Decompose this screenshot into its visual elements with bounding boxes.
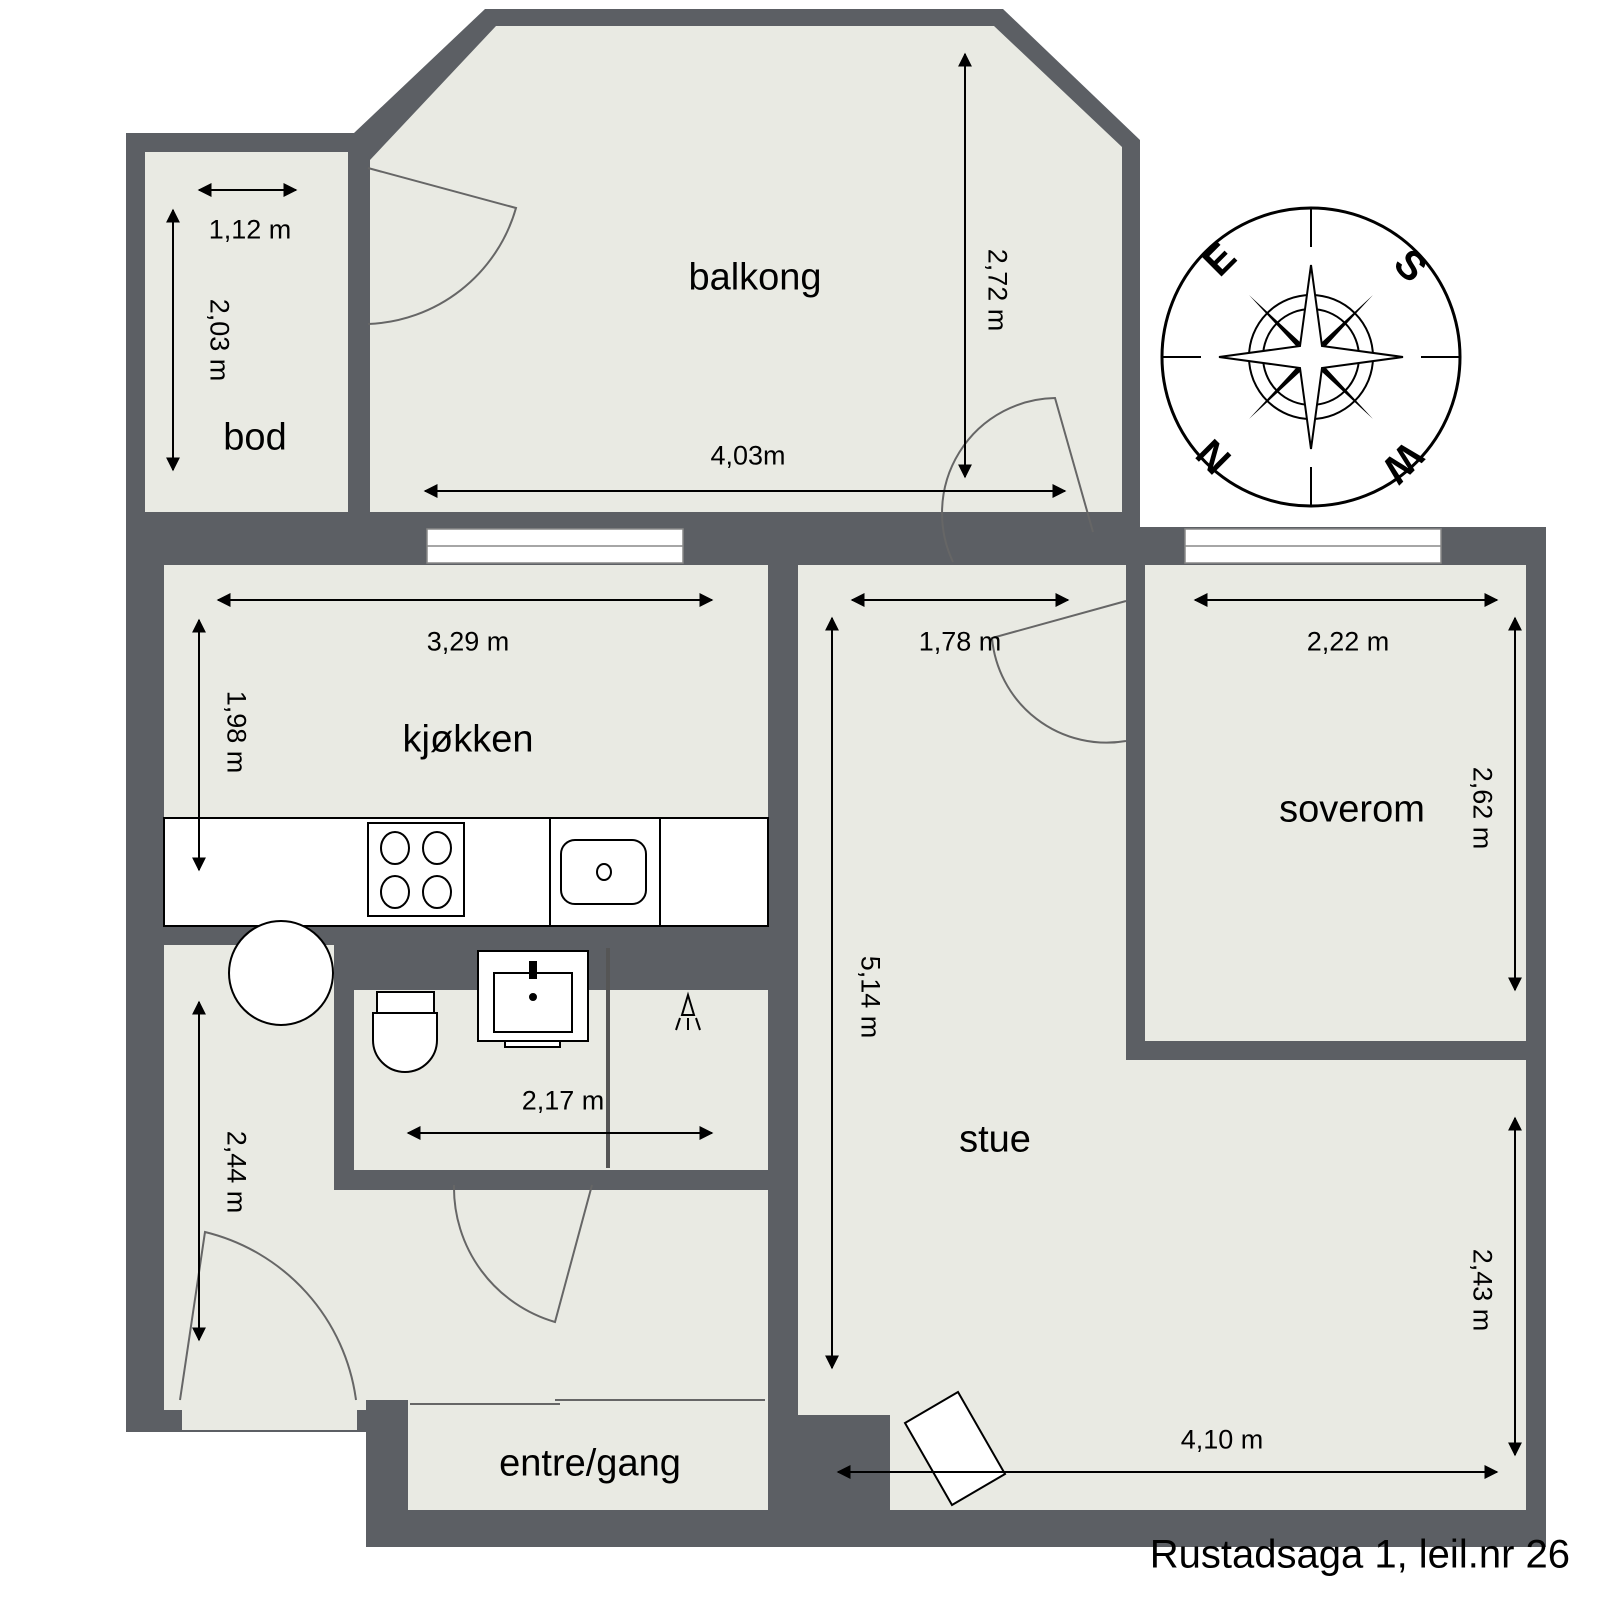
water-heater-icon [228, 920, 334, 1026]
address-caption: Rustadsaga 1, leil.nr 26 [1149, 1532, 1570, 1577]
hall-floor [164, 1190, 768, 1410]
dim-bod-width: 1,12 m [208, 214, 292, 245]
toilet-icon [372, 991, 438, 1073]
room-label-bod: bod [223, 416, 287, 459]
shower-icon [675, 991, 701, 1031]
windows [426, 528, 1442, 564]
dim-bod-height: 2,03 m [204, 298, 235, 382]
dimension-lines [166, 52, 1522, 1479]
stue-floor-bottom [890, 1400, 1526, 1510]
door-bad [452, 1184, 593, 1324]
dim-hall-width: 1,78 m [918, 626, 1002, 657]
dim-kjokken-width: 3,29 m [426, 626, 510, 657]
room-label-entre: entre/gang [499, 1442, 681, 1485]
dim-bad-width: 2,17 m [521, 1085, 605, 1116]
dim-stue-lower-height: 2,43 m [1467, 1248, 1498, 1332]
room-label-kjokken: kjøkken [402, 718, 534, 761]
dim-balkong-width: 4,03m [710, 440, 786, 471]
dim-soverom-height: 2,62 m [1467, 766, 1498, 850]
room-label-stue: stue [959, 1118, 1031, 1161]
interior-walls [336, 565, 1526, 1547]
soverom-floor [1145, 565, 1526, 1041]
bathroom-fixtures [228, 920, 701, 1168]
dim-kjokken-height: 1,98 m [221, 690, 252, 774]
dim-entre-height: 2,44 m [221, 1130, 252, 1214]
door-bod [367, 167, 518, 325]
dim-balkong-height: 2,72 m [982, 248, 1013, 332]
stue-floor-lower [798, 1060, 1526, 1415]
dim-soverom-width: 2,22 m [1306, 626, 1390, 657]
room-label-balkong: balkong [688, 256, 822, 299]
stove-icon [367, 822, 465, 917]
kitchen-counter [163, 817, 769, 927]
doorway-entry [182, 1400, 357, 1430]
bathroom-sink-icon [477, 950, 589, 1048]
door-entry [179, 1230, 357, 1401]
room-label-soverom: soverom [1279, 788, 1425, 831]
kitchen-sink-icon [560, 839, 647, 905]
dim-stue-height: 5,14 m [855, 955, 886, 1039]
entre-floor [408, 1410, 768, 1510]
dim-stue-width: 4,10 m [1180, 1424, 1264, 1455]
door-soverom [990, 600, 1127, 744]
compass-rose-icon: E S W N [1160, 206, 1462, 508]
balkong-floor [370, 26, 1122, 512]
